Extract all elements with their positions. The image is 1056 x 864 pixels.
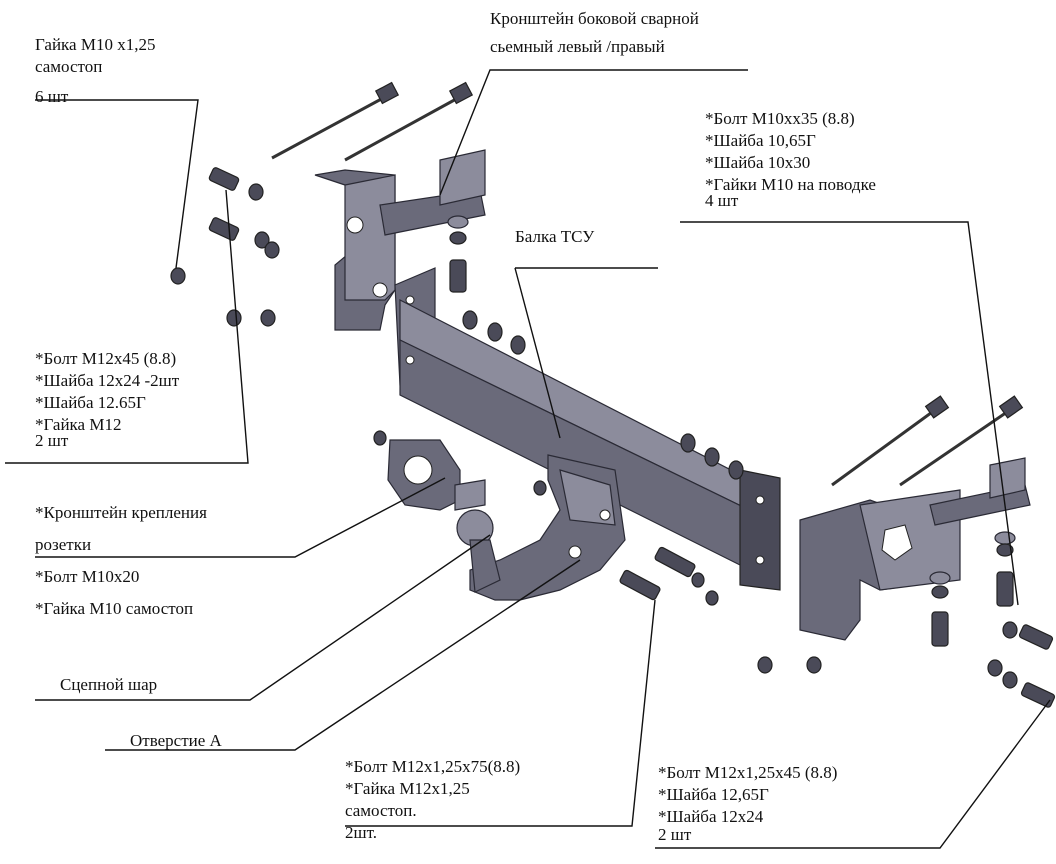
label-hole-a: Отверстие А — [130, 730, 222, 752]
label-socket-bracket: *Кронштейн крепления розетки *Болт М10х2… — [35, 502, 207, 620]
long-bolts-left — [271, 81, 474, 162]
label-line: самостоп. — [345, 801, 417, 820]
label-line: 4 шт — [705, 191, 739, 210]
label-line: *Гайка М10 самостоп — [35, 599, 194, 618]
label-tow-ball: Сцепной шар — [60, 674, 157, 696]
label-line: *Болт М10хх35 (8.8) — [705, 109, 855, 128]
label-line: *Гайки М10 на поводке — [705, 175, 876, 194]
socket-bracket — [373, 430, 547, 511]
label-line: *Гайка М12х1,25 — [345, 779, 470, 798]
label-line: *Шайба 12,65Г — [658, 785, 769, 804]
label-line: Гайка М10 х1,25 — [35, 35, 156, 54]
label-line: *Болт М12х1,25х75(8.8) — [345, 757, 521, 776]
label-line: 2 шт — [35, 431, 69, 450]
label-bolt-m12-75: *Болт М12х1,25х75(8.8) *Гайка М12х1,25 с… — [345, 756, 520, 844]
label-bolt-m12-45: *Болт М12х1,25х45 (8.8) *Шайба 12,65Г *Ш… — [658, 762, 837, 846]
label-bolt-m12: *Болт М12х45 (8.8) *Шайба 12х24 -2шт *Ша… — [35, 348, 179, 452]
fasteners-center — [619, 546, 719, 606]
right-side-bracket — [799, 457, 1031, 641]
label-line: Балка ТСУ — [515, 227, 595, 246]
tow-ball-assembly — [456, 454, 626, 601]
label-side-bracket: Кронштейн боковой сварной сьемный левый … — [490, 8, 699, 58]
tow-beam — [394, 267, 781, 591]
label-line: самостоп — [35, 57, 103, 76]
label-line: Кронштейн боковой сварной — [490, 9, 699, 28]
label-line: *Шайба 12х24 -2шт — [35, 371, 180, 390]
label-line: розетки — [35, 535, 92, 554]
label-line: *Кронштейн крепления — [35, 503, 207, 522]
label-line: Сцепной шар — [60, 675, 158, 694]
label-line: *Болт М12х1,25х45 (8.8) — [658, 763, 838, 782]
label-line: *Болт М12х45 (8.8) — [35, 349, 177, 368]
fasteners-left — [170, 167, 469, 327]
label-line: *Шайба 10х30 — [705, 153, 811, 172]
label-line: сьемный левый /правый — [490, 37, 665, 56]
label-line: *Болт М10х20 — [35, 567, 140, 586]
label-line: Отверстие А — [130, 731, 222, 750]
label-beam: Балка ТСУ — [515, 226, 594, 248]
label-line: 6 шт — [35, 87, 69, 106]
fasteners-right — [757, 531, 1056, 708]
label-line: 2 шт — [658, 825, 692, 844]
long-bolts-right — [831, 395, 1024, 487]
label-line: 2шт. — [345, 823, 377, 842]
label-line: *Гайка М12 — [35, 415, 122, 434]
label-line: *Шайба 12х24 — [658, 807, 764, 826]
label-bolt-m10: *Болт М10хх35 (8.8) *Шайба 10,65Г *Шайба… — [705, 108, 876, 212]
left-side-bracket — [314, 149, 486, 331]
label-nut-m10: Гайка М10 х1,25 самостоп 6 шт — [35, 34, 155, 108]
label-line: *Шайба 12.65Г — [35, 393, 146, 412]
leader-lines — [5, 69, 1051, 849]
label-line: *Шайба 10,65Г — [705, 131, 816, 150]
